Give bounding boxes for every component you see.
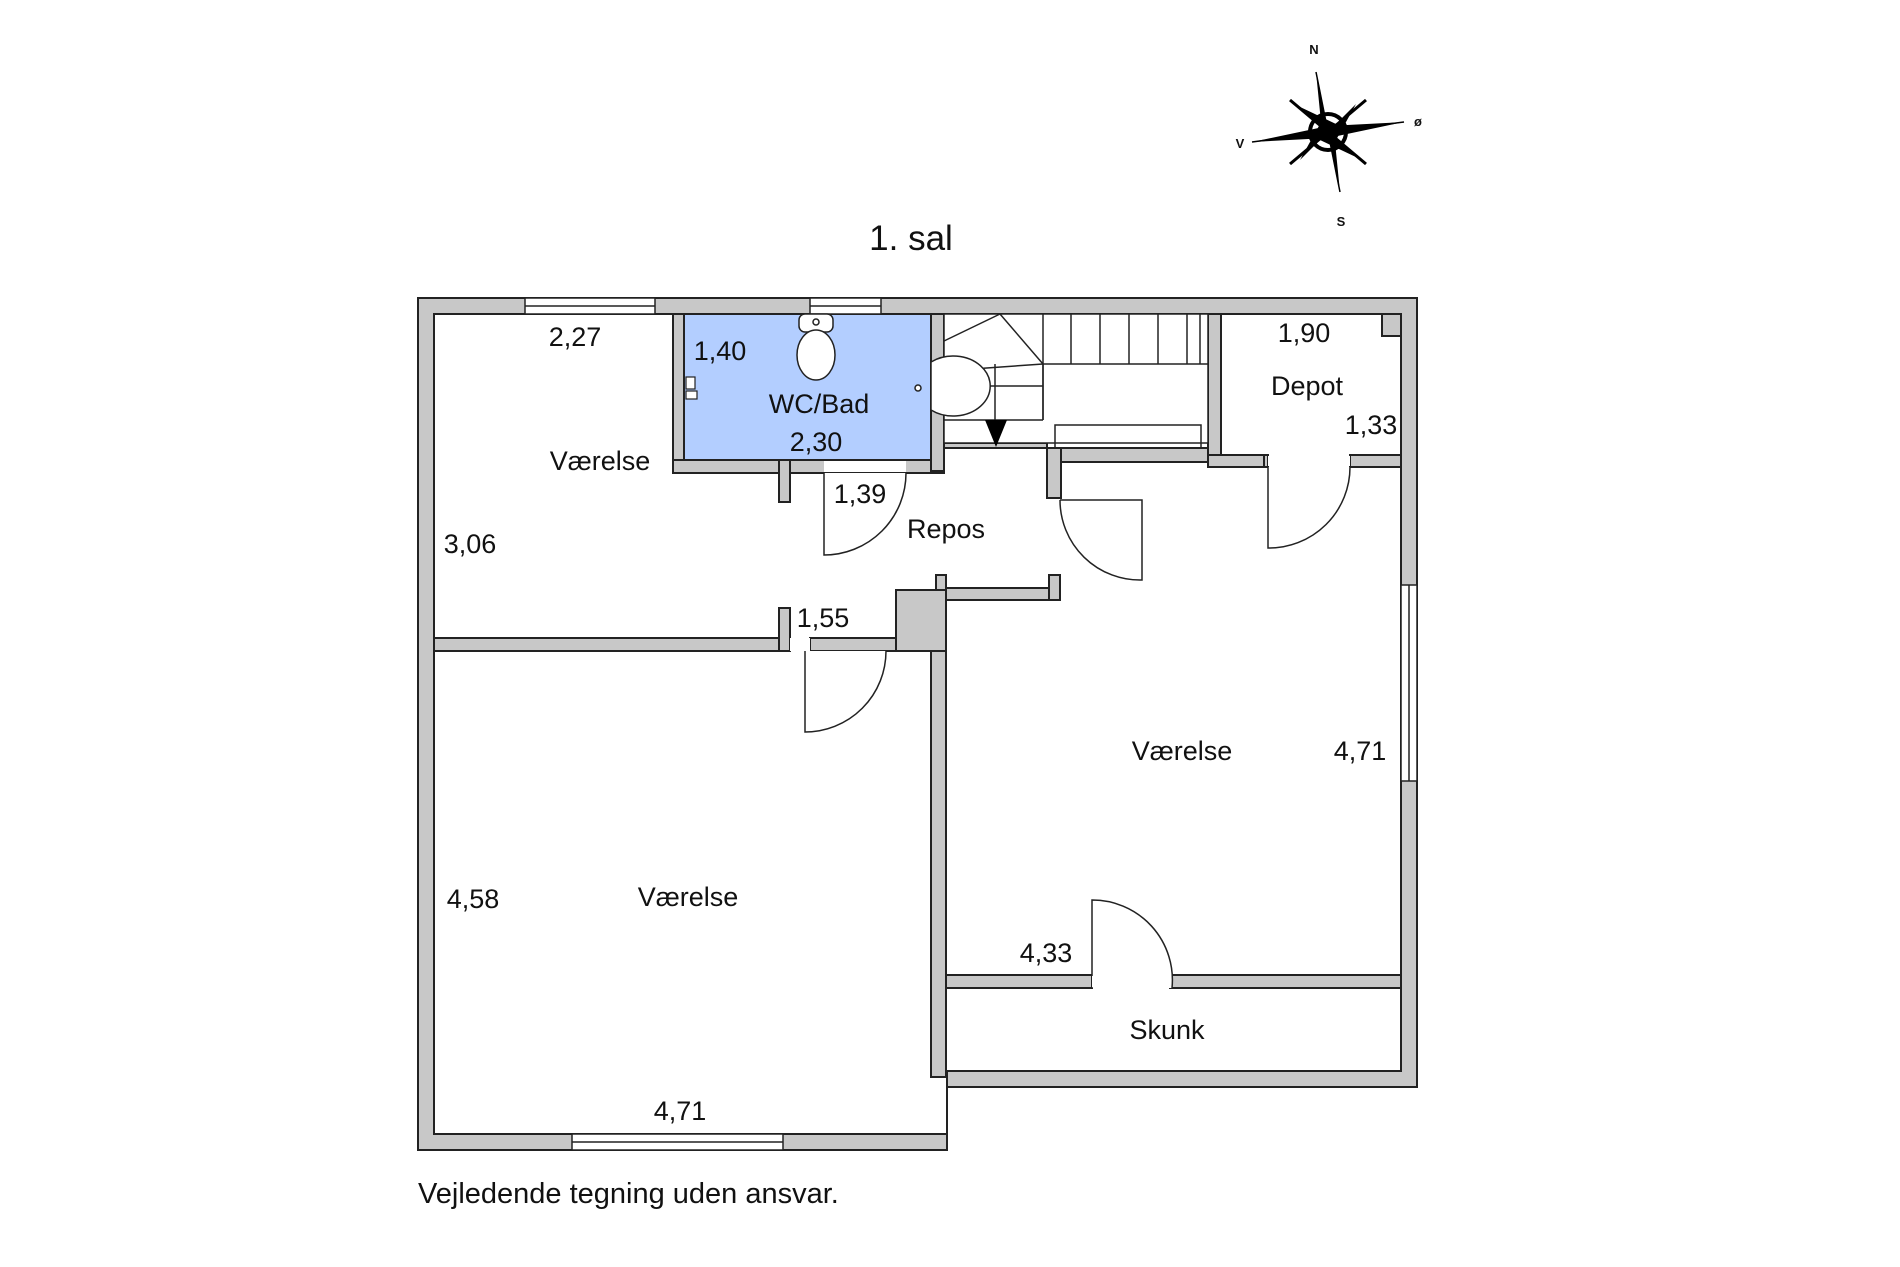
stair-direction-arrow-icon xyxy=(985,420,1007,447)
compass-south-label: S xyxy=(1337,214,1346,229)
dim-wc-width: 2,30 xyxy=(790,427,843,457)
floor-title: 1. sal xyxy=(869,219,953,258)
dim-repos-width: 1,55 xyxy=(797,603,850,633)
windows xyxy=(524,297,1418,1151)
dim-east-width: 4,33 xyxy=(1020,938,1073,968)
dim-sw-width: 4,71 xyxy=(654,1096,707,1126)
door-openings xyxy=(790,456,1350,987)
dim-depot-depth: 1,33 xyxy=(1345,410,1398,440)
compass-west-label: V xyxy=(1236,136,1245,151)
room-label-vaerelse-sw: Værelse xyxy=(638,882,739,912)
dim-depot-width: 1,90 xyxy=(1278,318,1331,348)
compass-east-label: ø xyxy=(1414,114,1422,129)
dim-nw-depth: 3,06 xyxy=(444,529,497,559)
disclaimer-note: Vejledende tegning uden ansvar. xyxy=(418,1178,839,1210)
room-label-skunk: Skunk xyxy=(1129,1015,1205,1045)
room-label-depot: Depot xyxy=(1271,371,1344,401)
toilet-icon xyxy=(796,313,836,381)
room-label-vaerelse-nw: Værelse xyxy=(550,446,651,476)
dim-repos-door: 1,39 xyxy=(834,479,887,509)
shower-tap-icon xyxy=(685,376,698,400)
interior-walls xyxy=(433,313,1402,1078)
compass-north-label: N xyxy=(1309,42,1318,57)
dim-wc-depth: 1,40 xyxy=(694,336,747,366)
doors xyxy=(804,466,1351,989)
dim-east-depth: 4,71 xyxy=(1334,736,1387,766)
dim-sw-depth: 4,58 xyxy=(447,884,500,914)
room-label-wc-bad: WC/Bad xyxy=(769,389,870,419)
room-label-repos: Repos xyxy=(907,514,985,544)
sink-icon xyxy=(914,355,991,417)
compass-rose-icon xyxy=(1251,71,1405,193)
dim-nw-width: 2,27 xyxy=(549,322,602,352)
room-label-vaerelse-east: Værelse xyxy=(1132,736,1233,766)
